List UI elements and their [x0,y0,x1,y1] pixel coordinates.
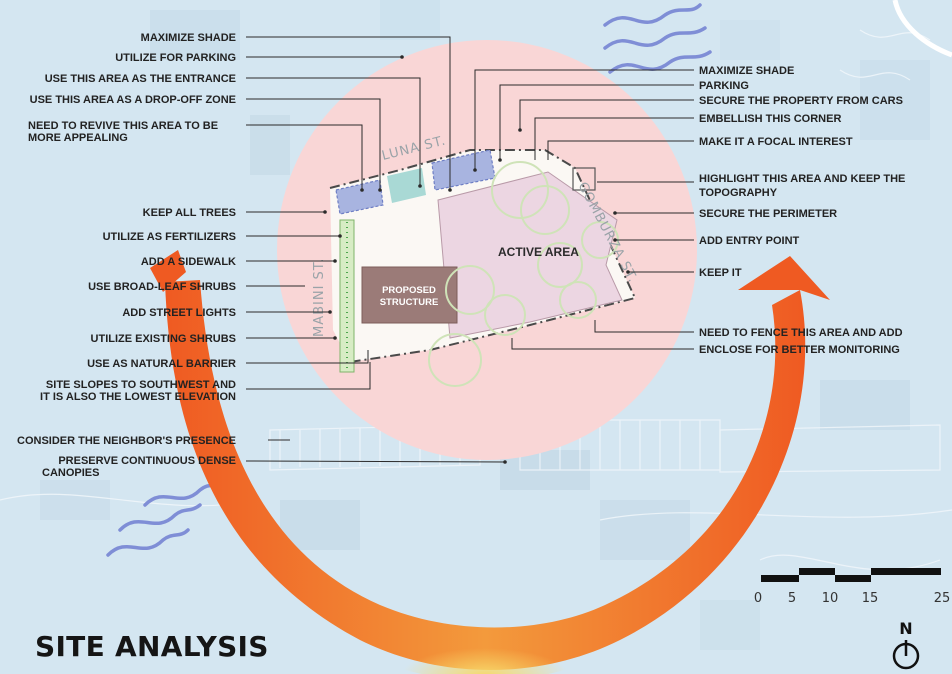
left-annotations: MAXIMIZE SHADE UTILIZE FOR PARKING USE T… [17,32,236,479]
site-plan [329,149,637,387]
leader-lines [245,36,694,463]
annotation-left: KEEP ALL TREES [143,207,236,219]
annotation-left: UTILIZE AS FERTILIZERS [103,231,236,243]
page-title: SITE ANALYSIS [35,630,269,663]
north-arrow-icon: N [892,619,920,670]
annotation-right: TOPOGRAPHY [699,187,778,199]
active-area-label: ACTIVE AREA [498,245,579,259]
annotation-left: UTILIZE FOR PARKING [115,52,236,64]
proposed-structure [361,266,458,324]
circulation-arrow [150,250,830,674]
annotation-left: IT IS ALSO THE LOWEST ELEVATION [40,391,236,403]
annotation-left: ADD A SIDEWALK [141,256,236,268]
annotation-right: SECURE THE PERIMETER [699,208,837,220]
annotation-right: NEED TO FENCE THIS AREA AND ADD [699,327,903,339]
street-mabini: MABINI ST. [312,258,327,337]
annotation-right: SECURE THE PROPERTY FROM CARS [699,95,903,107]
annotation-left: CANOPIES [42,467,99,479]
structure-label-2: STRUCTURE [380,297,439,308]
annotation-left: NEED TO REVIVE THIS AREA TO BE [28,120,218,132]
annotation-right: EMBELLISH THIS CORNER [699,113,841,125]
north-label: N [899,619,912,638]
perimeter-line [329,149,637,363]
annotation-right: ENCLOSE FOR BETTER MONITORING [699,344,900,356]
annotation-right: HIGHLIGHT THIS AREA AND KEEP THE [699,173,905,185]
structure-label-1: PROPOSED [382,285,436,296]
annotation-left: SITE SLOPES TO SOUTHWEST AND [46,379,236,391]
annotation-left: CONSIDER THE NEIGHBOR'S PRESENCE [17,435,236,447]
annotation-left: MORE APPEALING [28,132,128,144]
tree-canopies [428,161,619,387]
wave-icon [603,3,712,74]
scale-tick: 15 [862,591,879,606]
scale-tick: 5 [788,591,796,606]
annotation-right: PARKING [699,80,749,92]
scale-tick: 10 [822,591,839,606]
annotation-left: USE THIS AREA AS A DROP-OFF ZONE [30,94,236,106]
annotation-left: USE THIS AREA AS THE ENTRANCE [45,73,236,85]
entrance-zone [387,168,426,203]
sidewalk-strip [339,219,355,373]
focal-marker [572,167,596,191]
annotation-right: MAXIMIZE SHADE [699,65,794,77]
annotation-left: ADD STREET LIGHTS [122,307,236,319]
annotation-right: ADD ENTRY POINT [699,235,800,247]
scale-tick: 25 [934,591,951,606]
scale-tick: 0 [754,591,762,606]
annotation-left: UTILIZE EXISTING SHRUBS [91,333,236,345]
corner-arc [892,0,952,58]
scale-bar: 0 5 10 15 25 [754,568,950,606]
parking-zone-left [335,179,384,215]
annotation-left: USE AS NATURAL BARRIER [87,358,236,370]
annotation-right: KEEP IT [699,267,742,279]
right-annotations: MAXIMIZE SHADE PARKING SECURE THE PROPER… [699,65,905,356]
annotation-left: PRESERVE CONTINUOUS DENSE [58,455,236,467]
annotation-right: MAKE IT A FOCAL INTEREST [699,136,853,148]
annotation-left: MAXIMIZE SHADE [141,32,236,44]
leader-dots [323,55,630,464]
annotation-left: USE BROAD-LEAF SHRUBS [88,281,236,293]
